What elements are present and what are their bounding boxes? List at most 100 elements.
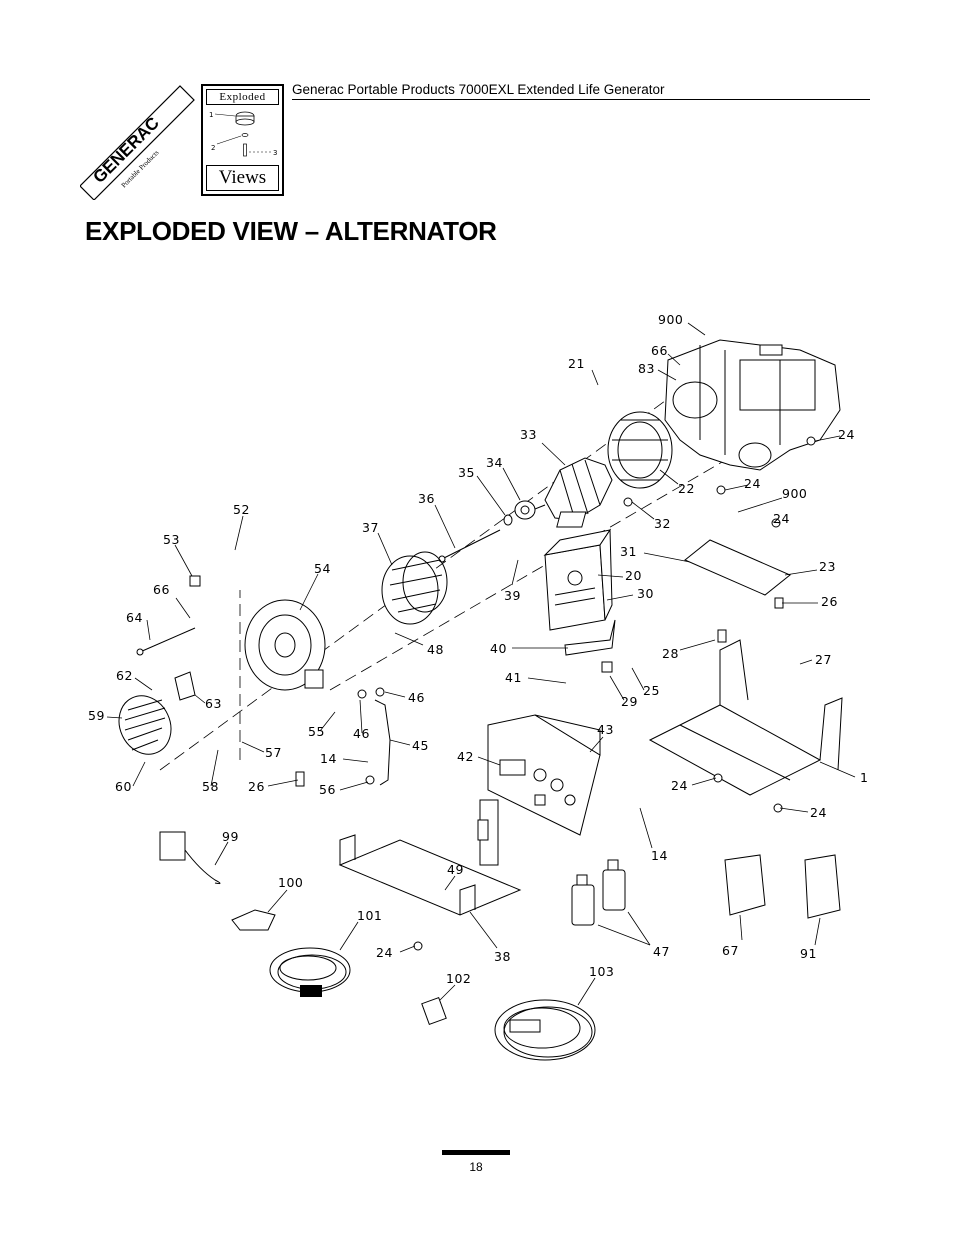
power-cord-part [494,999,596,1061]
part-callout-40: 40 [490,641,507,656]
part-callout-64: 64 [126,610,143,625]
part-callout-99: 99 [222,829,239,844]
part-callout-1: 1 [860,770,868,785]
panel-bracket-part [564,619,616,656]
part-callout-39: 39 [504,588,521,603]
part-callout-24: 24 [773,511,790,526]
part-callout-24: 24 [744,476,761,491]
part-callout-24: 24 [671,778,688,793]
part-callout-28: 28 [662,646,679,661]
part-callout-35: 35 [458,465,475,480]
part-callout-25: 25 [643,683,660,698]
manual-part [724,854,766,916]
part-callout-91: 91 [800,946,817,961]
plug-part [421,996,447,1026]
part-callout-32: 32 [654,516,671,531]
keys-part [231,909,276,931]
handle-frame-part [338,799,522,916]
part-callout-48: 48 [427,642,444,657]
part-callout-26: 26 [821,594,838,609]
part-callout-103: 103 [589,964,614,979]
bracket-part [174,671,196,701]
part-callout-24: 24 [810,805,827,820]
bearing-part [514,500,536,520]
part-callout-46: 46 [353,726,370,741]
stator-part [381,551,448,625]
part-callout-20: 20 [625,568,642,583]
part-callout-31: 31 [620,544,637,559]
part-callout-43: 43 [597,722,614,737]
part-callout-57: 57 [265,745,282,760]
part-callout-14: 14 [651,848,668,863]
badge-callout-1: 1 [209,111,213,119]
part-callout-33: 33 [520,427,537,442]
part-callout-38: 38 [494,949,511,964]
fan-housing-part [607,411,673,489]
part-callout-102: 102 [446,971,471,986]
part-callout-24: 24 [838,427,855,442]
part-callout-59: 59 [88,708,105,723]
oil-bottles-part [571,859,626,926]
badge-callout-2: 2 [211,144,215,152]
document-title: Generac Portable Products 7000EXL Extend… [292,82,665,97]
battery-cable-part [269,947,351,997]
part-callout-62: 62 [116,668,133,683]
fuel-line-part [374,699,391,786]
end-bell-part [244,599,326,691]
logo-brand-text: GENERAC [89,113,163,187]
header-rule [292,99,870,100]
badge-illustration: 1 2 3 [209,111,277,157]
rotor-part [519,457,613,521]
badge-callout-3: 3 [273,149,277,157]
part-callout-14: 14 [320,751,337,766]
exploded-diagram-svg: 9006683212433343522249003632522437535431… [22,312,868,1061]
long-bolt-part [139,627,196,653]
part-callout-83: 83 [638,361,655,376]
part-callout-41: 41 [505,670,522,685]
part-callout-60: 60 [115,779,132,794]
part-callout-67: 67 [722,943,739,958]
part-callout-52: 52 [233,502,250,517]
control-box-part [543,528,613,631]
part-callout-21: 21 [568,356,585,371]
part-callout-900: 900 [782,486,807,501]
part-callout-27: 27 [815,652,832,667]
battery-charger-part [159,831,221,885]
block-part [189,575,201,587]
part-callout-55: 55 [308,724,325,739]
part-callout-46: 46 [408,690,425,705]
part-callout-26: 26 [248,779,265,794]
control-panel-part [487,714,601,836]
part-callout-42: 42 [457,749,474,764]
part-callout-900: 900 [658,312,683,327]
part-callout-22: 22 [678,481,695,496]
part-callout-63: 63 [205,696,222,711]
badge-top-label: Exploded [206,89,279,105]
leader-lines [106,322,856,1006]
part-callout-54: 54 [314,561,331,576]
diagram-artwork [22,339,843,1061]
grille-part [118,695,172,755]
part-callout-53: 53 [163,532,180,547]
part-callout-66: 66 [153,582,170,597]
badge-bottom-label: Views [206,165,279,191]
main-frame-part [648,639,843,796]
part-callout-23: 23 [819,559,836,574]
part-callout-30: 30 [637,586,654,601]
part-callout-47: 47 [653,944,670,959]
rotor-bolt-part [439,529,501,561]
part-callout-66: 66 [651,343,668,358]
part-callout-56: 56 [319,782,336,797]
part-callout-45: 45 [412,738,429,753]
exploded-views-badge: Exploded 1 2 3 Views [201,84,284,196]
generac-logo: GENERAC Portable Products [79,82,198,201]
washer-part [503,514,513,526]
part-callout-34: 34 [486,455,503,470]
part-callout-100: 100 [278,875,303,890]
part-callout-37: 37 [362,520,379,535]
page-number: 18 [469,1160,483,1174]
frame-rail-part [684,539,791,596]
page-heading: EXPLODED VIEW – ALTERNATOR [85,216,497,246]
